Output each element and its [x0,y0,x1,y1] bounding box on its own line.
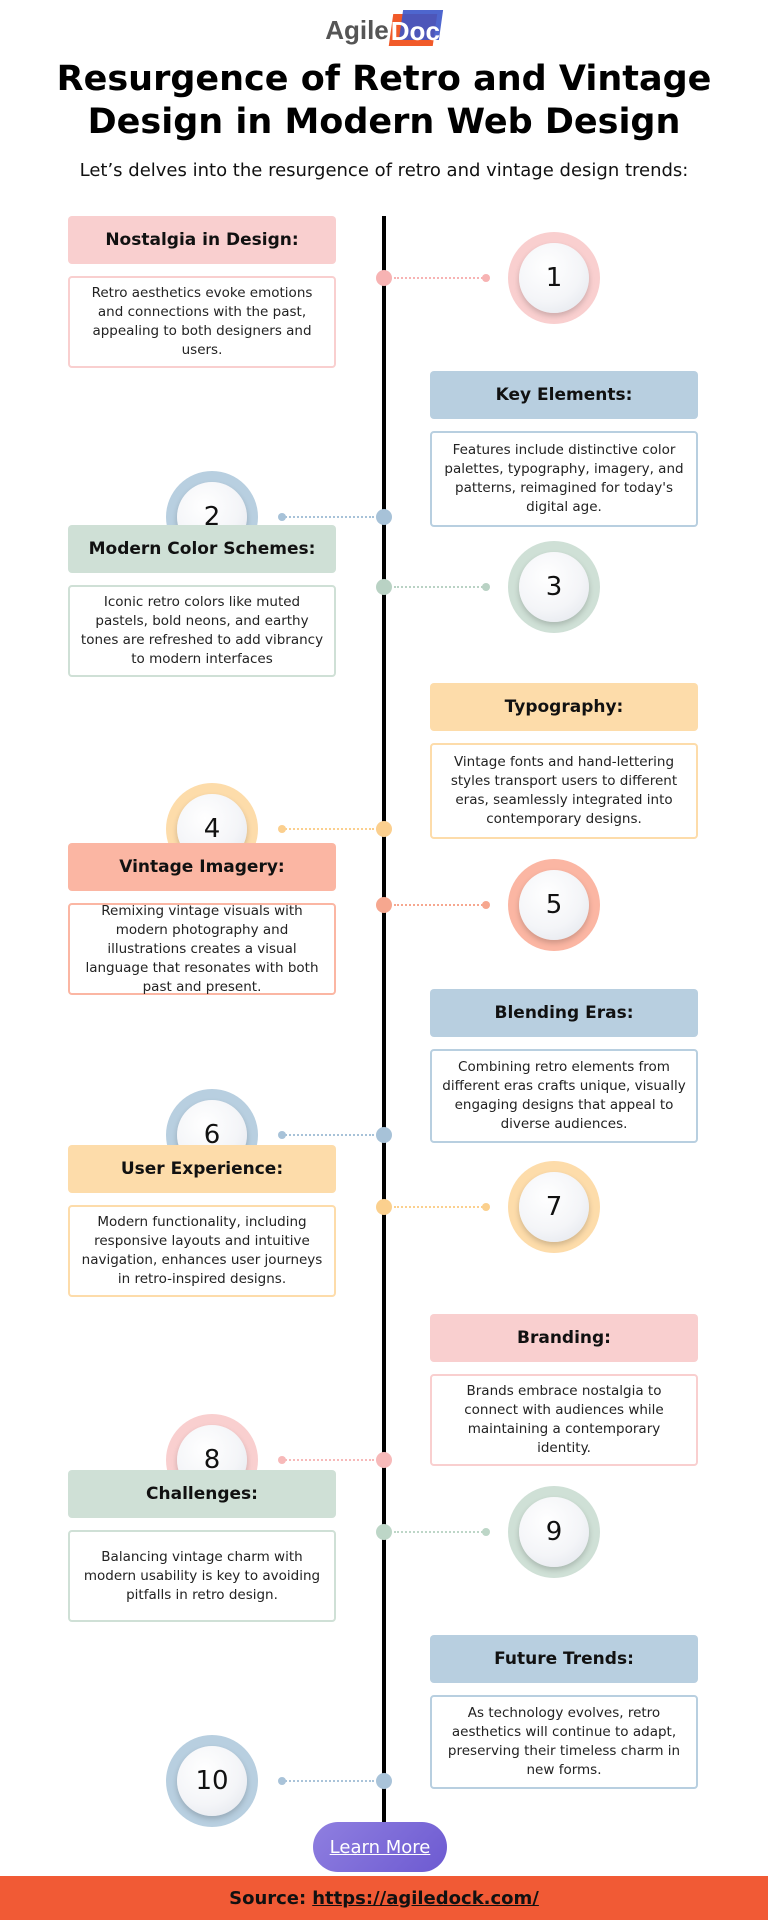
connector-end-dot [278,1131,286,1139]
item-heading: Blending Eras: [430,989,698,1037]
connector-end-dot [482,274,490,282]
timeline-dot [376,1199,392,1215]
item-description: Modern functionality, including responsi… [68,1205,336,1297]
title-line-2: Design in Modern Web Design [87,102,681,142]
item-number-circle: 5 [508,859,600,951]
item-number: 3 [519,552,589,622]
item-description: Brands embrace nostalgia to connect with… [430,1374,698,1466]
item-heading: User Experience: [68,1145,336,1193]
connector-end-dot [482,1203,490,1211]
timeline-dot [376,270,392,286]
connector-end-dot [482,901,490,909]
connector-line [394,1531,486,1533]
item-heading: Future Trends: [430,1635,698,1683]
item-description: Combining retro elements from different … [430,1049,698,1143]
connector-end-dot [482,583,490,591]
subtitle: Let’s delves into the resurgence of retr… [79,160,689,181]
item-heading: Challenges: [68,1470,336,1518]
item-number: 1 [519,243,589,313]
item-description: As technology evolves, retro aesthetics … [430,1695,698,1789]
item-description: Features include distinctive color palet… [430,431,698,527]
connector-line [394,277,486,279]
item-heading: Nostalgia in Design: [68,216,336,264]
logo-text: Agile [325,14,389,45]
timeline-dot [376,821,392,837]
page-title: Resurgence of Retro and Vintage Design i… [40,58,728,144]
connector-line [394,586,486,588]
connector-line [282,828,374,830]
title-line-1: Resurgence of Retro and Vintage [56,59,712,99]
footer: Source: https://agiledock.com/ [0,1876,768,1920]
logo-text-dock: Dock [390,16,455,46]
connector-end-dot [278,1456,286,1464]
item-number-circle: 9 [508,1486,600,1578]
timeline-dot [376,1773,392,1789]
item-heading: Modern Color Schemes: [68,525,336,573]
timeline-dot [376,1452,392,1468]
connector-line [282,1459,374,1461]
item-heading: Branding: [430,1314,698,1362]
connector-line [282,1134,374,1136]
connector-end-dot [482,1528,490,1536]
item-description: Iconic retro colors like muted pastels, … [68,585,336,677]
connector-end-dot [278,825,286,833]
item-heading: Typography: [430,683,698,731]
item-description: Vintage fonts and hand-lettering styles … [430,743,698,839]
connector-line [282,516,374,518]
item-heading: Key Elements: [430,371,698,419]
source-label: Source: [229,1887,307,1909]
item-description: Retro aesthetics evoke emotions and conn… [68,276,336,368]
timeline-dot [376,1524,392,1540]
item-number-circle: 3 [508,541,600,633]
item-description: Remixing vintage visuals with modern pho… [68,903,336,995]
connector-end-dot [278,513,286,521]
learn-more-button[interactable]: Learn More [313,1822,447,1872]
timeline-line [382,216,386,1826]
connector-line [394,1206,486,1208]
source-link[interactable]: https://agiledock.com/ [312,1887,539,1909]
item-number-circle: 1 [508,232,600,324]
item-number: 10 [177,1746,247,1816]
timeline-dot [376,509,392,525]
item-heading: Vintage Imagery: [68,843,336,891]
timeline-dot [376,1127,392,1143]
connector-line [282,1780,374,1782]
logo: Agile Dock [0,10,768,50]
item-number-circle: 10 [166,1735,258,1827]
item-number: 5 [519,870,589,940]
connector-end-dot [278,1777,286,1785]
timeline-dot [376,897,392,913]
item-number: 7 [519,1172,589,1242]
item-number-circle: 7 [508,1161,600,1253]
connector-line [394,904,486,906]
item-description: Balancing vintage charm with modern usab… [68,1530,336,1622]
item-number: 9 [519,1497,589,1567]
timeline-dot [376,579,392,595]
logo-mark: Dock [388,10,455,50]
